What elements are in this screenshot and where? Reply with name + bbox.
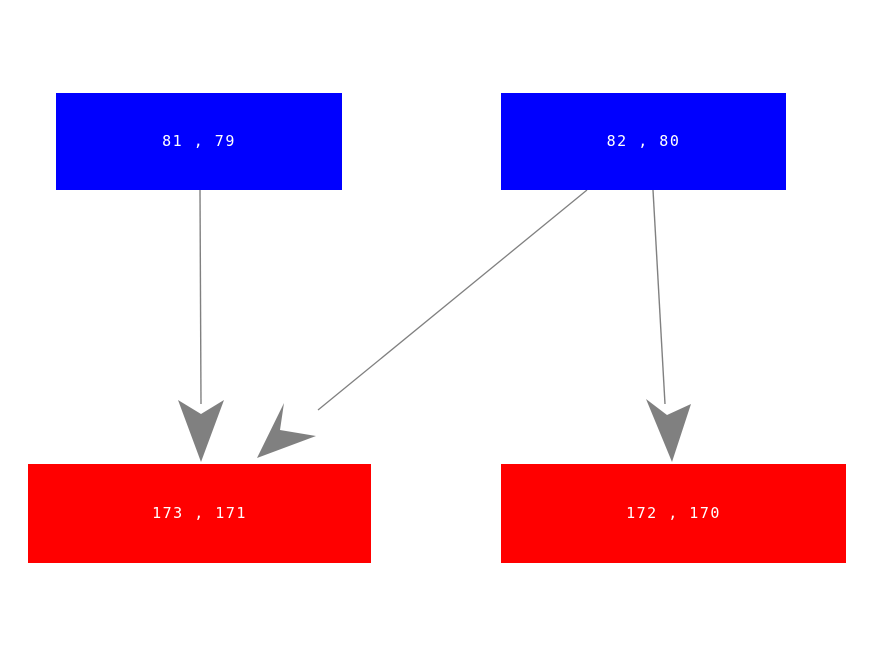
graph-node-source-1[interactable]: 81 , 79 — [56, 93, 342, 190]
node-label: 81 , 79 — [162, 132, 236, 150]
graph-node-target-2[interactable]: 172 , 170 — [501, 464, 846, 563]
graph-node-target-1[interactable]: 173 , 171 — [28, 464, 371, 563]
arrowhead-icon — [646, 399, 691, 462]
node-label: 173 , 171 — [152, 504, 247, 522]
arrowhead-icon — [178, 400, 224, 462]
edge-81-79-to-173-171 — [178, 189, 224, 462]
edge-82-80-to-173-171 — [257, 189, 588, 458]
node-label: 172 , 170 — [626, 504, 721, 522]
edge-line — [199, 189, 202, 405]
arrowhead-icon — [257, 403, 316, 458]
edge-82-80-to-172-170 — [646, 189, 691, 462]
edge-line — [652, 189, 666, 405]
graph-node-source-2[interactable]: 82 , 80 — [501, 93, 786, 190]
node-label: 82 , 80 — [606, 132, 681, 150]
edge-line — [317, 189, 588, 411]
